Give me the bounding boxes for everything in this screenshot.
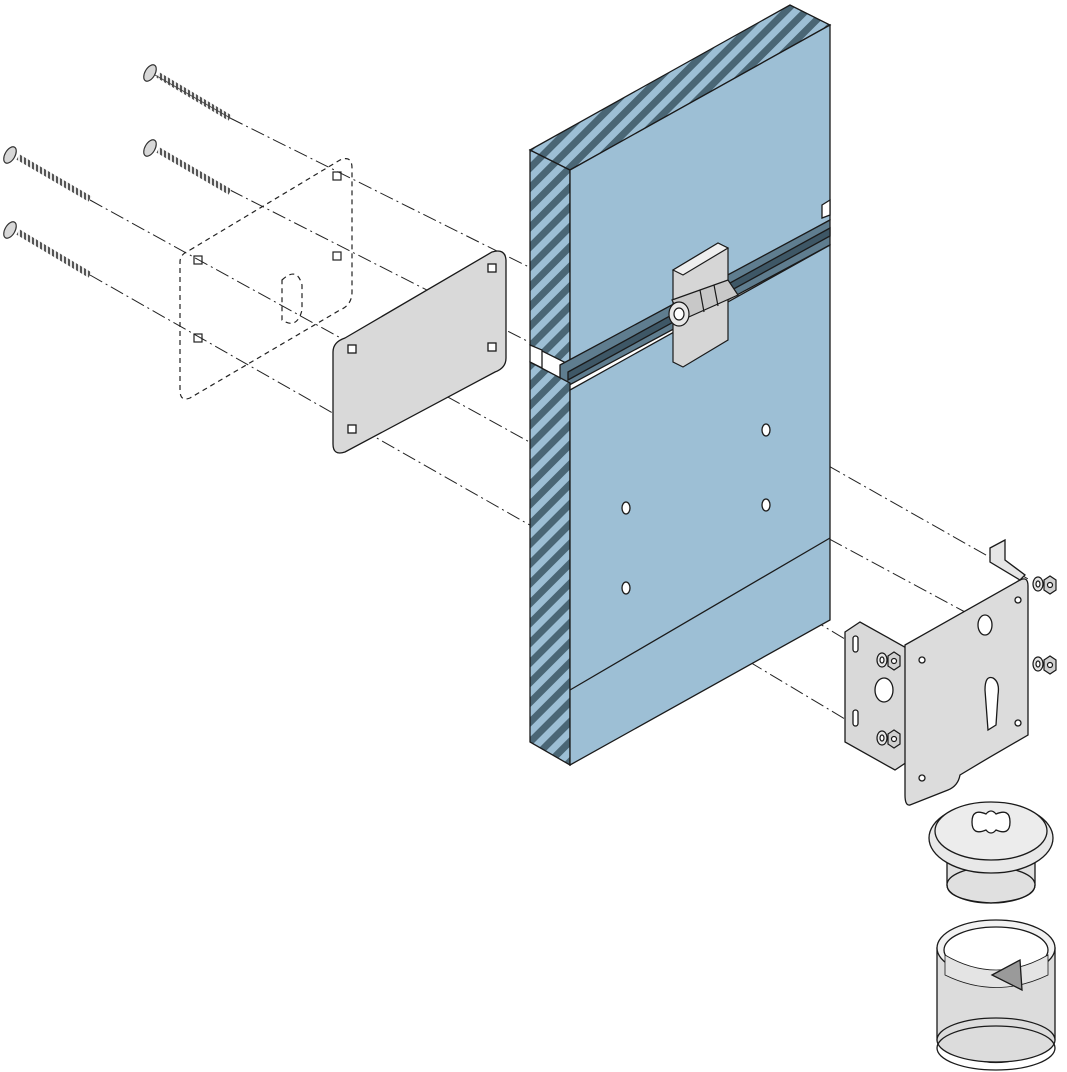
- fasteners: [876, 575, 1057, 749]
- carriage-bolt: [3, 221, 92, 278]
- carriage-bolt: [143, 64, 233, 121]
- hex-nut: [1043, 655, 1057, 675]
- bolt-hole: [761, 423, 771, 437]
- carriage-bolt: [143, 139, 232, 195]
- backing-plate-outline: [179, 158, 353, 400]
- washer: [1032, 656, 1044, 672]
- washer: [1032, 576, 1044, 592]
- carriage-bolts: [3, 64, 233, 278]
- ground-sleeve: [936, 919, 1056, 1071]
- bolt-hole: [621, 581, 631, 595]
- hex-nut: [887, 651, 901, 671]
- bolt-hole: [621, 501, 631, 515]
- bolt-hole: [761, 498, 771, 512]
- washer: [876, 730, 888, 746]
- hinge: [668, 242, 739, 368]
- keyhole-cap: [928, 801, 1054, 904]
- mounting-bracket: [844, 538, 1029, 806]
- carriage-bolt: [3, 146, 92, 202]
- backing-plate: [332, 250, 507, 454]
- hex-nut: [1043, 575, 1057, 595]
- gate-panel: [528, 4, 832, 767]
- hex-nut: [887, 729, 901, 749]
- washer: [876, 652, 888, 668]
